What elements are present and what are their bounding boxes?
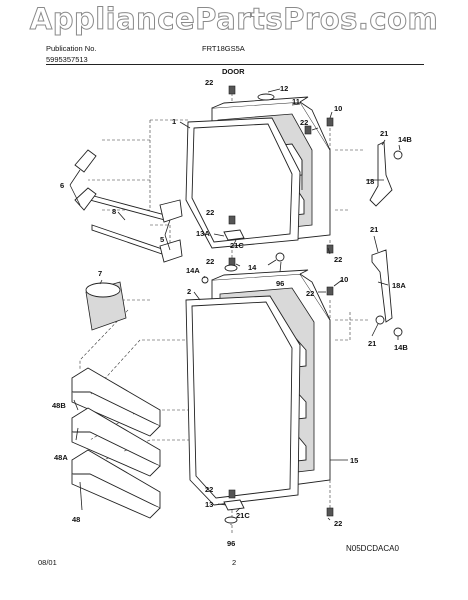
washer (275, 252, 285, 262)
publication-label: Publication No. (46, 44, 97, 53)
callout-21: 21 (380, 129, 388, 138)
callout-labels: 22 12 11 10 22 21 14B 18 1 6 8 5 22 13A … (52, 78, 412, 548)
screw (326, 507, 334, 517)
callout-22: 22 (205, 485, 213, 494)
top-hinge (369, 141, 393, 207)
center-hinge (371, 249, 393, 323)
callout-48a: 48A (54, 453, 68, 462)
header-rule (46, 64, 424, 65)
screw (228, 85, 236, 95)
callout-18: 18 (366, 177, 374, 186)
callout-15: 15 (350, 456, 358, 465)
callout-14b: 14B (398, 135, 412, 144)
callout-11: 11 (292, 97, 300, 106)
screw (228, 489, 236, 499)
spacer (224, 264, 238, 272)
screw (326, 286, 334, 296)
leader-lines (69, 88, 401, 525)
callout-21: 21 (368, 339, 376, 348)
screw (326, 117, 334, 127)
callout-22: 22 (334, 519, 342, 528)
callout-14a: 14A (186, 266, 200, 275)
callout-21c: 21C (230, 241, 244, 250)
callout-48b: 48B (52, 401, 66, 410)
callout-22: 22 (306, 289, 314, 298)
callout-21: 21 (370, 225, 378, 234)
callout-96: 96 (276, 279, 284, 288)
footer-date: 08/01 (38, 558, 57, 567)
screw (228, 215, 236, 225)
callout-22: 22 (206, 257, 214, 266)
fresh-food-gasket (185, 295, 301, 506)
screw (304, 125, 312, 135)
callout-13: 13 (205, 500, 213, 509)
callout-7: 7 (98, 269, 102, 278)
spacer (224, 516, 238, 524)
callout-22: 22 (300, 118, 308, 127)
callout-14: 14 (248, 263, 257, 272)
door-bin-48a (71, 407, 161, 477)
shelf-end-cap (159, 239, 183, 263)
upper-hinge-assembly (369, 141, 403, 337)
section-title: DOOR (222, 67, 245, 76)
callout-2: 2 (187, 287, 191, 296)
freezer-gasket (185, 117, 301, 249)
callout-48: 48 (72, 515, 80, 524)
callout-22: 22 (206, 208, 214, 217)
door-bin-48 (71, 449, 161, 519)
callout-22: 22 (334, 255, 342, 264)
watermark-logo: AppliancePartsPros.com (29, 2, 439, 37)
page-number: 2 (232, 558, 237, 567)
callout-6: 6 (60, 181, 64, 190)
door-stop (223, 499, 245, 511)
callout-12: 12 (280, 84, 288, 93)
callout-21c: 21C (236, 511, 250, 520)
hinge-cover (393, 327, 403, 337)
callout-10: 10 (340, 275, 348, 284)
callout-8: 8 (112, 207, 116, 216)
freezer-shelf-bars (74, 149, 183, 263)
screw (326, 244, 334, 254)
callout-22: 22 (205, 78, 213, 87)
callout-5: 5 (160, 235, 164, 244)
publication-number: 5995357513 (46, 55, 88, 64)
callout-18a: 18A (392, 281, 406, 290)
shelf-end-cap (159, 199, 183, 223)
door-stop (223, 229, 245, 241)
shelf-end-cap (74, 187, 97, 211)
dairy-bin (85, 281, 127, 331)
diagram-code: N05DCDACA0 (346, 544, 399, 553)
bushing (201, 276, 209, 284)
model-number: FRT18GS5A (202, 44, 245, 53)
door-bin-48b (71, 367, 161, 437)
callout-10: 10 (334, 104, 342, 113)
hardware-parts (201, 85, 334, 524)
callout-13a: 13A (196, 229, 210, 238)
shelf-end-cap (74, 149, 97, 173)
hinge-plug (257, 93, 275, 101)
callout-1: 1 (172, 117, 176, 126)
hinge-cover (393, 150, 403, 160)
callout-14b: 14B (394, 343, 408, 352)
callout-96: 96 (227, 539, 235, 548)
